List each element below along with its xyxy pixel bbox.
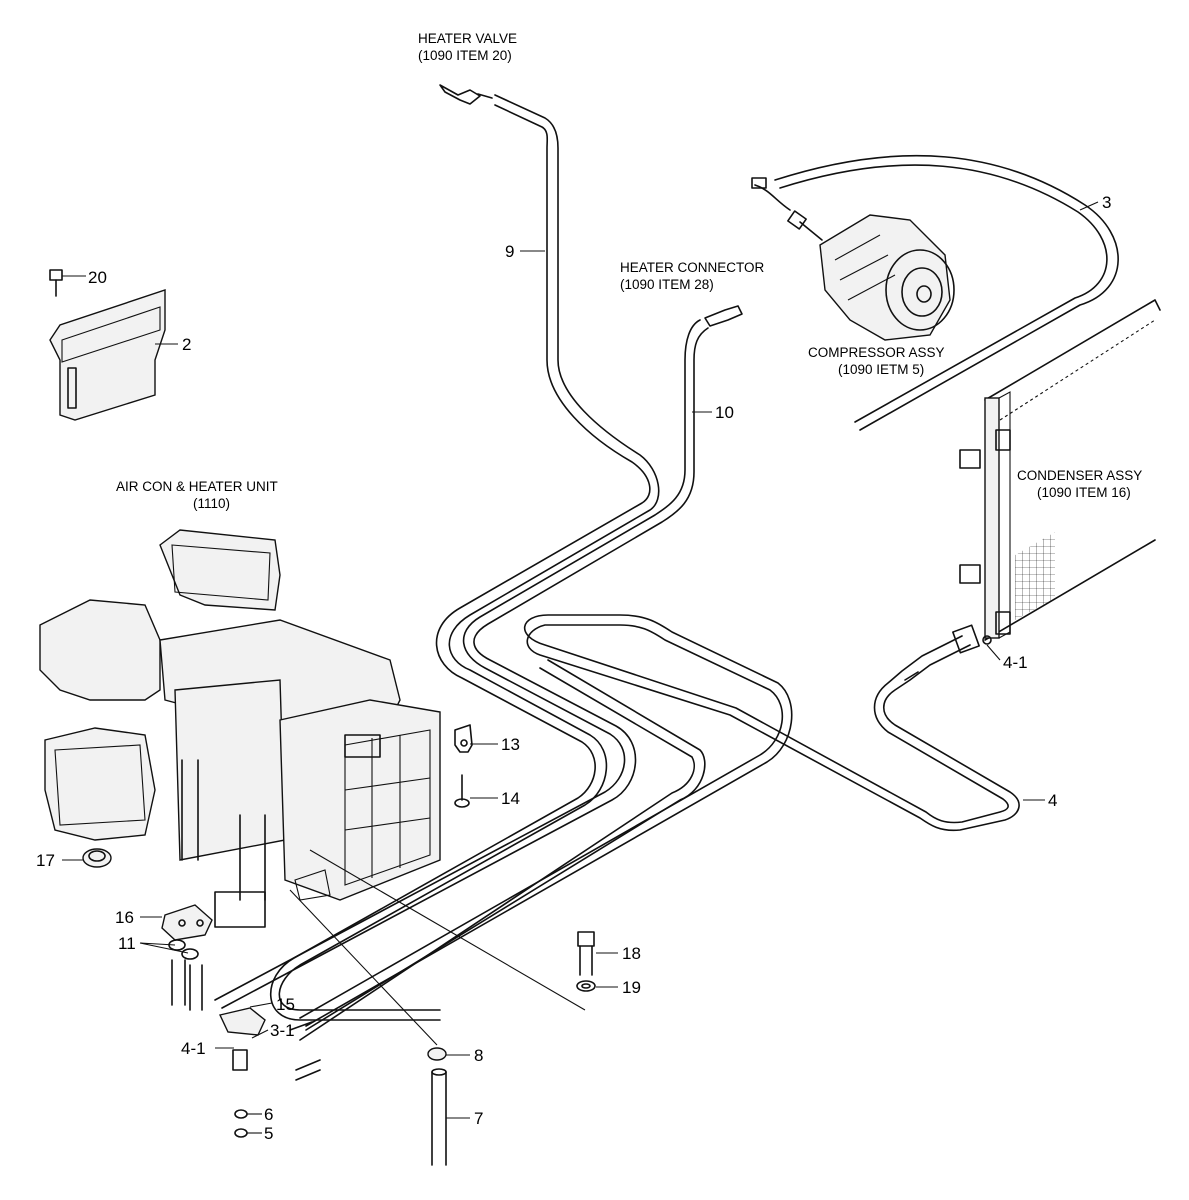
screw-20 (49, 269, 63, 297)
callout-13: 13 (501, 735, 520, 754)
callout-16: 16 (115, 908, 134, 927)
callout-3-1: 3-1 (270, 1021, 295, 1040)
heater-valve (439, 84, 493, 105)
callout-4-1-condenser: 4-1 (1003, 653, 1028, 672)
drain-cap-8 (427, 1047, 447, 1061)
aircon-heater-unit (39, 529, 441, 928)
callout-20: 20 (88, 268, 107, 287)
callout-9: 9 (505, 242, 514, 261)
compressor-ref: (1090 IETM 5) (838, 362, 924, 377)
pipe-4-liquid-line (289, 614, 1020, 1081)
callout-4-1-lower: 4-1 (181, 1039, 206, 1058)
callout-14: 14 (501, 789, 520, 808)
callout-10: 10 (715, 403, 734, 422)
callout-17: 17 (36, 851, 55, 870)
plate-16 (161, 904, 213, 941)
callout-15: 15 (276, 995, 295, 1014)
hose-10-heater-outlet (214, 319, 709, 1009)
callout-8: 8 (474, 1046, 483, 1065)
washer-19 (576, 980, 596, 992)
compressor-assembly (787, 210, 955, 341)
compressor-label: COMPRESSOR ASSY (808, 345, 945, 360)
drain-hose-7 (431, 1068, 447, 1166)
bolt-18 (577, 931, 595, 976)
heater-connector-ref: (1090 ITEM 28) (620, 277, 714, 292)
callout-7: 7 (474, 1109, 483, 1128)
callout-2: 2 (182, 335, 191, 354)
hoses-11-lower (171, 959, 203, 1011)
callout-19: 19 (622, 978, 641, 997)
heater-connector-label: HEATER CONNECTOR (620, 260, 765, 275)
fittings-5-6 (232, 1049, 248, 1138)
callout-4: 4 (1048, 791, 1057, 810)
condenser-assembly (959, 299, 1161, 641)
aircon-unit-ref: (1110) (193, 496, 230, 511)
callout-6: 6 (264, 1105, 273, 1124)
control-panel-2 (49, 289, 166, 421)
pipe-3-discharge-line (751, 154, 1119, 431)
bolt-14 (454, 774, 470, 808)
aircon-unit-label: AIR CON & HEATER UNIT (116, 479, 278, 494)
callout-3: 3 (1102, 193, 1111, 212)
condenser-label: CONDENSER ASSY (1017, 468, 1142, 483)
leader-lines (62, 201, 1099, 1134)
grommet-17 (82, 848, 112, 868)
heater-connector (704, 305, 743, 327)
callout-5: 5 (264, 1124, 273, 1143)
plate-15 (218, 1007, 266, 1036)
callout-11: 11 (118, 934, 136, 953)
heater-valve-ref: (1090 ITEM 20) (418, 48, 512, 63)
heater-valve-label: HEATER VALVE (418, 31, 517, 46)
bracket-13 (454, 724, 473, 753)
callout-18: 18 (622, 944, 641, 963)
condenser-ref: (1090 ITEM 16) (1037, 485, 1131, 500)
